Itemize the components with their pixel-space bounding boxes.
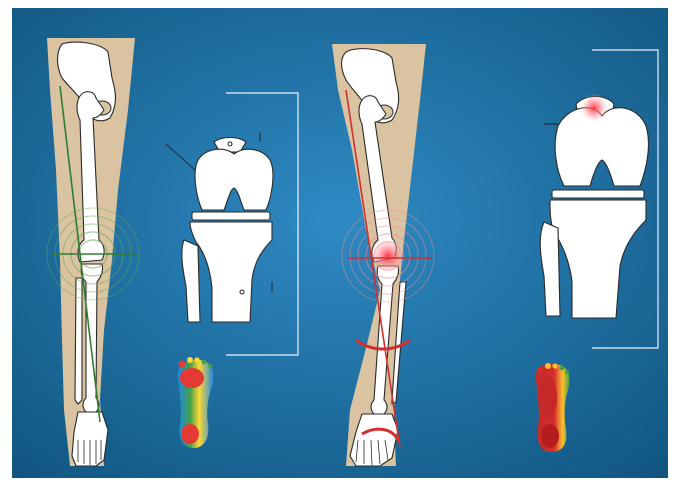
pain-glow-icon (370, 238, 406, 274)
tibial-plateau (192, 212, 270, 220)
foot-pressure-map-icon (536, 363, 570, 452)
tibial-plateau (552, 190, 644, 198)
pain-glow-icon (580, 94, 608, 122)
